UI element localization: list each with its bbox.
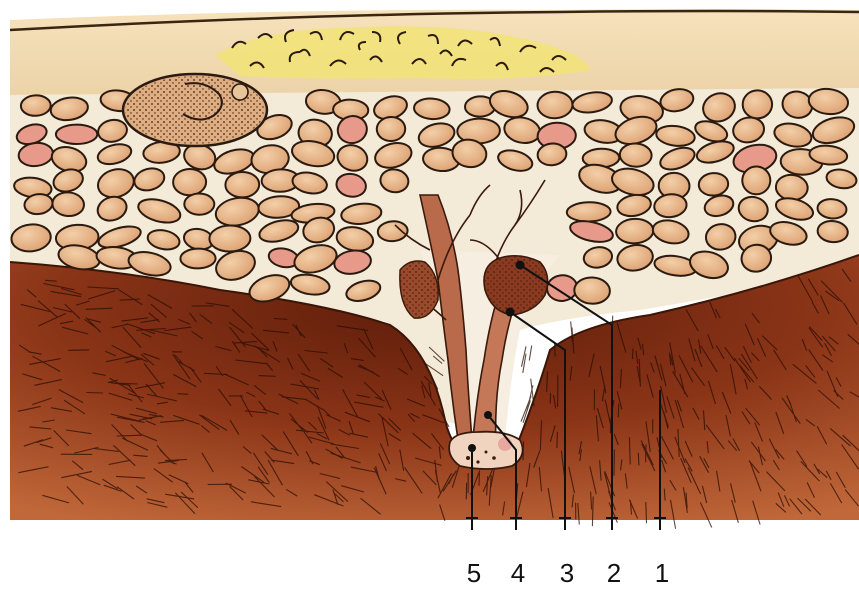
cell	[184, 193, 214, 214]
muscle-fiber	[557, 432, 558, 448]
label-3: 3	[555, 560, 579, 586]
label-4: 4	[506, 560, 530, 586]
muscle-fiber	[529, 346, 531, 361]
cell	[376, 116, 405, 141]
cell	[574, 277, 611, 305]
label-1: 1	[650, 560, 674, 586]
cell	[180, 248, 215, 268]
cell	[537, 91, 573, 119]
cell	[225, 172, 259, 198]
muscle-fiber	[555, 343, 556, 357]
muscle-fiber	[646, 502, 647, 523]
end-bulb	[449, 432, 523, 469]
cell	[616, 218, 654, 244]
muscle-fiber	[632, 349, 633, 359]
cell	[209, 225, 250, 252]
muscle-fiber	[86, 393, 103, 394]
cell	[619, 143, 652, 168]
cell	[567, 202, 611, 222]
muscle-fiber	[259, 376, 276, 377]
cell	[741, 165, 771, 195]
cell	[173, 169, 207, 196]
cell	[21, 95, 52, 117]
cell	[742, 90, 772, 119]
muscle-fiber	[177, 394, 188, 395]
cell	[56, 125, 97, 145]
label-2: 2	[602, 560, 626, 586]
muscle-fiber	[638, 453, 639, 466]
label-5: 5	[462, 560, 486, 586]
oval-structure	[123, 74, 267, 146]
